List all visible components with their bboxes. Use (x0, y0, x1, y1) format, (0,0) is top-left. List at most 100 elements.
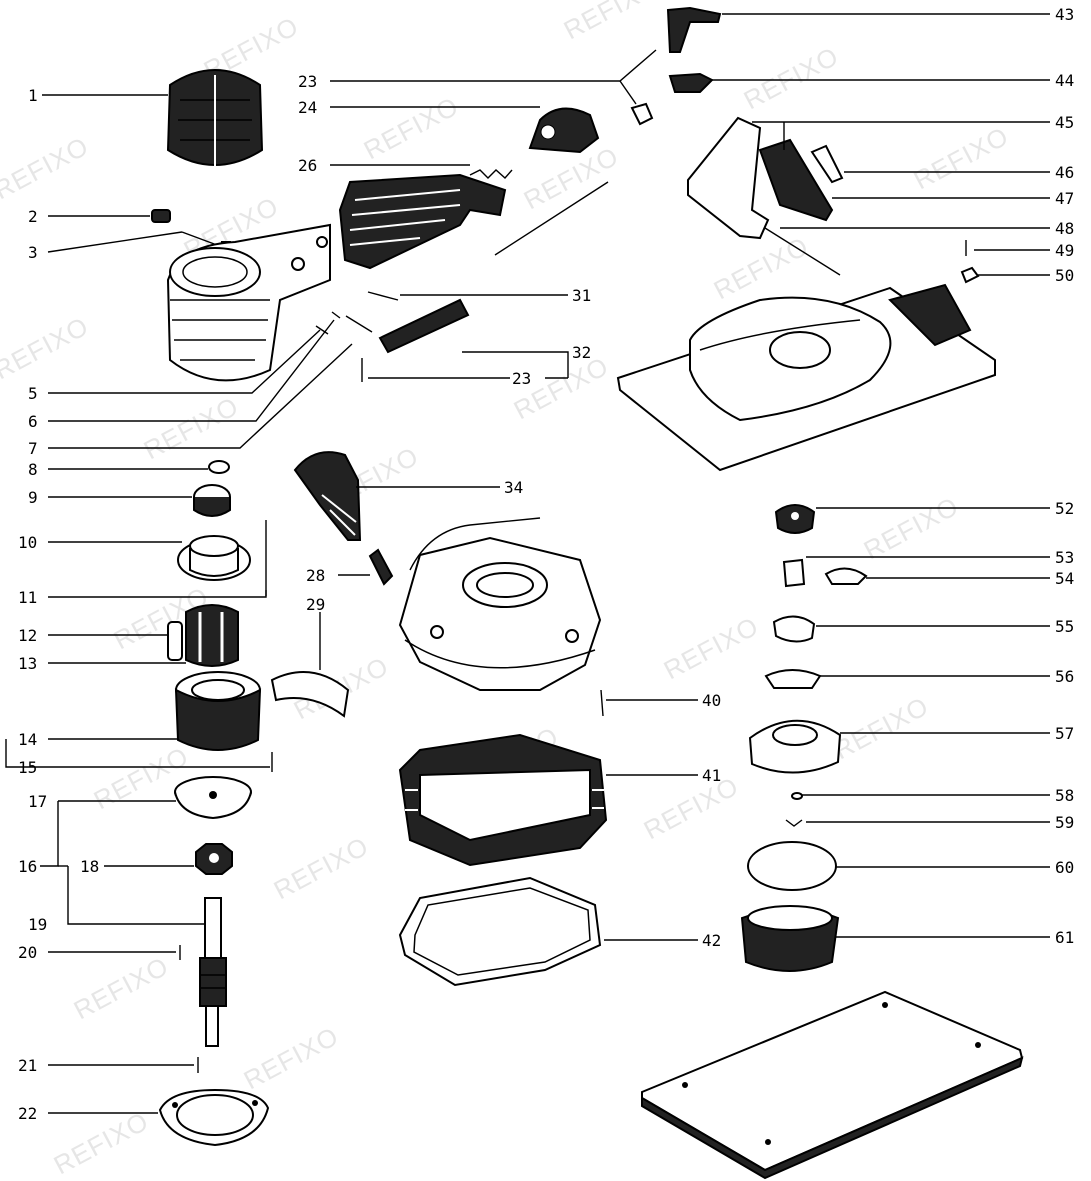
part-number-17: 17 (28, 792, 47, 811)
part-number-23: 23 (298, 72, 317, 91)
part-number-48: 48 (1055, 219, 1074, 238)
cable-clamp-part (630, 6, 722, 126)
sanding-pad-part (641, 990, 1024, 1180)
pad-housing-part (616, 283, 996, 472)
watermark: REFIXO (659, 611, 764, 686)
frame-ring-part (398, 876, 602, 987)
part-number-22: 22 (18, 1104, 37, 1123)
watermark: REFIXO (859, 491, 964, 566)
part-number-42: 42 (702, 931, 721, 950)
right-column-parts (740, 504, 868, 972)
watermark: REFIXO (559, 0, 664, 45)
part-number-56: 56 (1055, 667, 1074, 686)
watermark: REFIXO (0, 131, 94, 206)
part-number-1: 1 (28, 86, 38, 105)
part-number-44: 44 (1055, 71, 1074, 90)
part-drawings (151, 6, 1024, 1180)
watermark: REFIXO (739, 41, 844, 116)
part-number-47: 47 (1055, 189, 1074, 208)
nut-part (195, 843, 233, 875)
part-number-12: 12 (18, 626, 37, 645)
watermark: REFIXO (89, 741, 194, 816)
part-number-53: 53 (1055, 548, 1074, 567)
part-number-10: 10 (18, 533, 37, 552)
part-number-16: 16 (18, 857, 37, 876)
part-number-13: 13 (18, 654, 37, 673)
part-number-58: 58 (1055, 786, 1074, 805)
part-number-6: 6 (28, 412, 38, 431)
part-number-15: 15 (18, 758, 37, 777)
dust-funnel-part (293, 451, 362, 541)
part-number-24: 24 (298, 98, 317, 117)
switch-spring-part (469, 169, 513, 179)
flange-plate-part (158, 1088, 270, 1147)
washer-part (208, 460, 230, 474)
shaft-part (199, 897, 227, 1047)
watermark: REFIXO (269, 831, 374, 906)
watermark: REFIXO (49, 1106, 154, 1181)
watermark: REFIXO (359, 91, 464, 166)
watermark: REFIXO (639, 771, 744, 846)
switch-housing-part (338, 173, 507, 270)
pin-rod-part (494, 181, 609, 256)
part-number-34: 34 (504, 478, 523, 497)
part-number-46: 46 (1055, 163, 1074, 182)
part-number-57: 57 (1055, 724, 1074, 743)
fan-disk-part (174, 776, 252, 820)
bracket-part (687, 116, 980, 284)
watermark: REFIXO (829, 691, 934, 766)
switch-knob-part (528, 107, 600, 154)
part-number-49: 49 (1055, 241, 1074, 260)
main-housing-part (166, 223, 331, 382)
bearing-part (193, 484, 231, 517)
arc-spring-part (270, 671, 350, 718)
part-number-43: 43 (1055, 5, 1074, 24)
part-number-61: 61 (1055, 928, 1074, 947)
part-number-54: 54 (1055, 569, 1074, 588)
part-number-29: 29 (306, 595, 325, 614)
watermark: REFIXO (239, 1021, 344, 1096)
part-number-8: 8 (28, 460, 38, 479)
connector-part (361, 291, 470, 382)
part-number-50: 50 (1055, 266, 1074, 285)
armature-part (167, 604, 239, 667)
part-number-2: 2 (28, 207, 38, 226)
rubber-seal-part (398, 733, 608, 867)
part-number-7: 7 (28, 439, 38, 458)
part-number-21: 21 (18, 1056, 37, 1075)
stator-part (174, 671, 273, 772)
watermark: REFIXO (909, 121, 1014, 196)
part-number-labels: 1 2 3 5 6 7 8 9 10 11 12 13 14 15 17 16 … (18, 5, 1074, 1123)
part-number-41: 41 (702, 766, 721, 785)
part-number-20: 20 (18, 943, 37, 962)
part-number-52: 52 (1055, 499, 1074, 518)
lower-housing-part (398, 517, 602, 691)
screw-part (600, 689, 604, 717)
part-number-59: 59 (1055, 813, 1074, 832)
part-number-19: 19 (28, 915, 47, 934)
watermark: REFIXO (709, 231, 814, 306)
part-number-40: 40 (702, 691, 721, 710)
part-number-11: 11 (18, 588, 37, 607)
clip-part (368, 548, 394, 586)
part-number-23-lower: 23 (512, 369, 531, 388)
part-number-9: 9 (28, 488, 38, 507)
part-number-5: 5 (28, 384, 38, 403)
watermark: REFIXO (69, 951, 174, 1026)
watermark: REFIXO (139, 391, 244, 466)
watermark: REFIXO (0, 311, 94, 386)
part-number-14: 14 (18, 730, 37, 749)
part-number-55: 55 (1055, 617, 1074, 636)
part-number-31: 31 (572, 286, 591, 305)
fan-housing-part (177, 520, 267, 596)
screws-part (315, 311, 373, 335)
leader-lines (5, 13, 1050, 1114)
part-number-60: 60 (1055, 858, 1074, 877)
part-number-18: 18 (80, 857, 99, 876)
part-number-26: 26 (298, 156, 317, 175)
part-number-3: 3 (28, 243, 38, 262)
part-number-28: 28 (306, 566, 325, 585)
part-number-32: 32 (572, 343, 591, 362)
motor-cap-part (166, 69, 264, 170)
